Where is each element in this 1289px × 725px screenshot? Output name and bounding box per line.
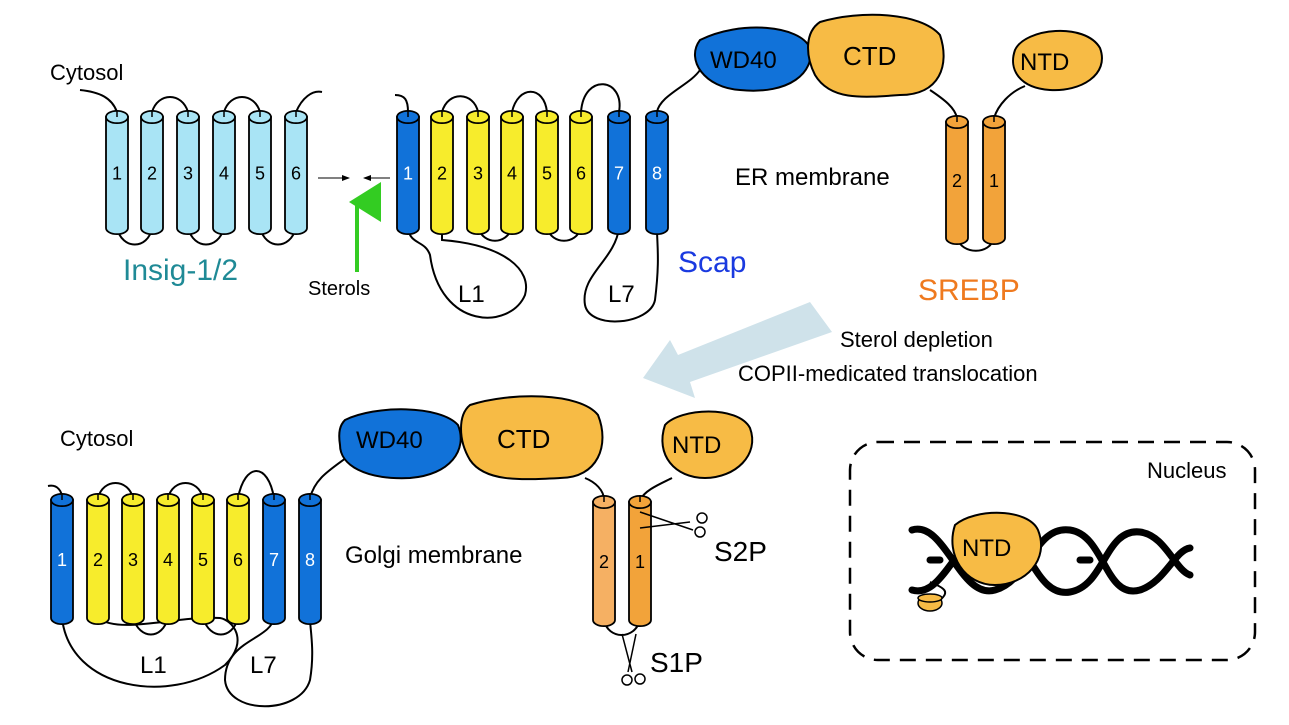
insig-helix-2: 2 bbox=[140, 109, 164, 236]
scap-bottom-helix-1-label: 1 bbox=[57, 550, 67, 570]
scap-top-helix-2-label: 2 bbox=[437, 164, 447, 184]
scap-top-helix-4: 4 bbox=[500, 109, 524, 236]
translocation-arrow bbox=[643, 302, 832, 398]
insig-helix-3: 3 bbox=[176, 109, 200, 236]
scap-top-helix-4-label: 4 bbox=[507, 164, 517, 184]
top-wd40-label: WD40 bbox=[710, 47, 777, 74]
golgi-membrane-label: Golgi membrane bbox=[345, 542, 522, 569]
bottom-cytosol-label: Cytosol bbox=[60, 426, 133, 451]
srebp-top-helix-2-label: 2 bbox=[952, 171, 962, 191]
scap-bottom-loop7-label: L7 bbox=[250, 652, 277, 679]
scap-top-helix-6-label: 6 bbox=[576, 164, 586, 184]
srebp-top-helix-1: 1 bbox=[982, 114, 1006, 246]
scap-top-helix-8-label: 8 bbox=[652, 164, 662, 184]
s1p-label: S1P bbox=[650, 647, 703, 678]
scap-bottom-helix-8-label: 8 bbox=[305, 550, 315, 570]
insig-helix-4: 4 bbox=[212, 109, 236, 236]
scap-bottom-helix-4-label: 4 bbox=[163, 550, 173, 570]
scap-top-loop1-label: L1 bbox=[458, 281, 485, 308]
srebp-top-helix-2: 2 bbox=[945, 114, 969, 246]
scap-top-helix-1: 1 bbox=[396, 109, 420, 236]
scap-bottom-helix-5-label: 5 bbox=[198, 550, 208, 570]
insig-helix-5: 5 bbox=[248, 109, 272, 236]
top-wd40-domain bbox=[694, 26, 812, 92]
srebp-bottom-helix-2-label: 2 bbox=[599, 552, 609, 572]
srebp-top-helix-1-label: 1 bbox=[989, 171, 999, 191]
scap-top-helix-1-label: 1 bbox=[403, 164, 413, 184]
scap-bottom-helix-2-label: 2 bbox=[93, 550, 103, 570]
scap-top-helix-3-label: 3 bbox=[473, 164, 483, 184]
scap-bottom-helix-5: 5 bbox=[191, 492, 215, 626]
scap-bottom-helix-2: 2 bbox=[86, 492, 110, 626]
insig-helix-6: 6 bbox=[284, 109, 308, 236]
scap-bottom-helix-6: 6 bbox=[226, 492, 250, 626]
scap-top-helix-5: 5 bbox=[535, 109, 559, 236]
nucleus-ntd-domain bbox=[951, 511, 1043, 587]
scap-top-helix-6: 6 bbox=[569, 109, 593, 236]
srebp-label: SREBP bbox=[918, 274, 1020, 307]
nucleus-label: Nucleus bbox=[1147, 458, 1226, 483]
sterols-label: Sterols bbox=[308, 278, 370, 300]
srebp-fragment-icon bbox=[917, 581, 947, 612]
top-ctd-label: CTD bbox=[843, 41, 896, 71]
top-ntd-domain bbox=[1012, 29, 1103, 92]
scap-bottom-helix-7: 7 bbox=[262, 492, 286, 626]
scap-bottom-helix-8: 8 bbox=[298, 492, 322, 626]
sterol-depletion-label: Sterol depletion bbox=[840, 327, 993, 352]
scap-bottom-helix-4: 4 bbox=[156, 492, 180, 626]
scap-top-loops bbox=[394, 69, 701, 323]
insig-helix-3-label: 3 bbox=[183, 164, 193, 184]
bottom-wd40-domain bbox=[338, 408, 462, 480]
bottom-ctd-domain bbox=[460, 395, 604, 481]
bottom-wd40-label: WD40 bbox=[356, 427, 423, 454]
nucleus-ntd-label: NTD bbox=[962, 535, 1011, 562]
bottom-ctd-label: CTD bbox=[497, 424, 550, 454]
insig-helix-4-label: 4 bbox=[219, 164, 229, 184]
s1p-scissors-icon bbox=[621, 633, 646, 686]
er-membrane-label: ER membrane bbox=[735, 164, 890, 191]
srebp-bottom-helix-1: 1 bbox=[628, 494, 652, 628]
srebp-bottom-helix-1-label: 1 bbox=[635, 552, 645, 572]
scap-top-helix-2: 2 bbox=[430, 109, 454, 236]
srebp-top-loops bbox=[929, 85, 1026, 252]
scap-bottom-helices: 1 2 3 4 5 6 7 8 bbox=[50, 492, 322, 626]
scap-bottom-helix-3: 3 bbox=[121, 492, 145, 626]
scap-bottom-helix-1: 1 bbox=[50, 492, 74, 626]
scap-bottom-helix-3-label: 3 bbox=[128, 550, 138, 570]
copii-translocation-label: COPII-medicated translocation bbox=[738, 361, 1038, 386]
scap-bottom-helix-6-label: 6 bbox=[233, 550, 243, 570]
insig-helix-1-label: 1 bbox=[112, 164, 122, 184]
scap-top-loop7-label: L7 bbox=[608, 281, 635, 308]
nucleus-boundary bbox=[848, 440, 1257, 662]
scap-bottom-helix-7-label: 7 bbox=[269, 550, 279, 570]
insig-helix-2-label: 2 bbox=[147, 164, 157, 184]
bottom-ntd-domain bbox=[661, 410, 754, 480]
insig-helix-6-label: 6 bbox=[291, 164, 301, 184]
top-cytosol-label: Cytosol bbox=[50, 60, 123, 85]
s2p-label: S2P bbox=[714, 536, 767, 567]
srebp-bottom-helix-2: 2 bbox=[592, 494, 616, 628]
insig-helices: 1 2 3 4 5 6 bbox=[105, 109, 308, 236]
scap-bottom-loop1-label: L1 bbox=[140, 652, 167, 679]
scap-top-helix-3: 3 bbox=[466, 109, 490, 236]
scap-top-helices: 1 2 3 4 5 6 7 8 bbox=[396, 109, 669, 236]
scap-top-helix-8: 8 bbox=[645, 109, 669, 236]
scap-label: Scap bbox=[678, 246, 746, 279]
scap-top-helix-7: 7 bbox=[607, 109, 631, 236]
top-ntd-label: NTD bbox=[1020, 49, 1069, 76]
top-ctd-domain bbox=[807, 13, 945, 98]
scap-top-helix-5-label: 5 bbox=[542, 164, 552, 184]
insig-helix-1: 1 bbox=[105, 109, 129, 236]
insig-helix-5-label: 5 bbox=[255, 164, 265, 184]
bottom-ntd-label: NTD bbox=[672, 432, 721, 459]
scap-top-helix-7-label: 7 bbox=[614, 164, 624, 184]
s2p-scissors-icon bbox=[639, 511, 708, 538]
insig-label: Insig-1/2 bbox=[123, 254, 238, 287]
